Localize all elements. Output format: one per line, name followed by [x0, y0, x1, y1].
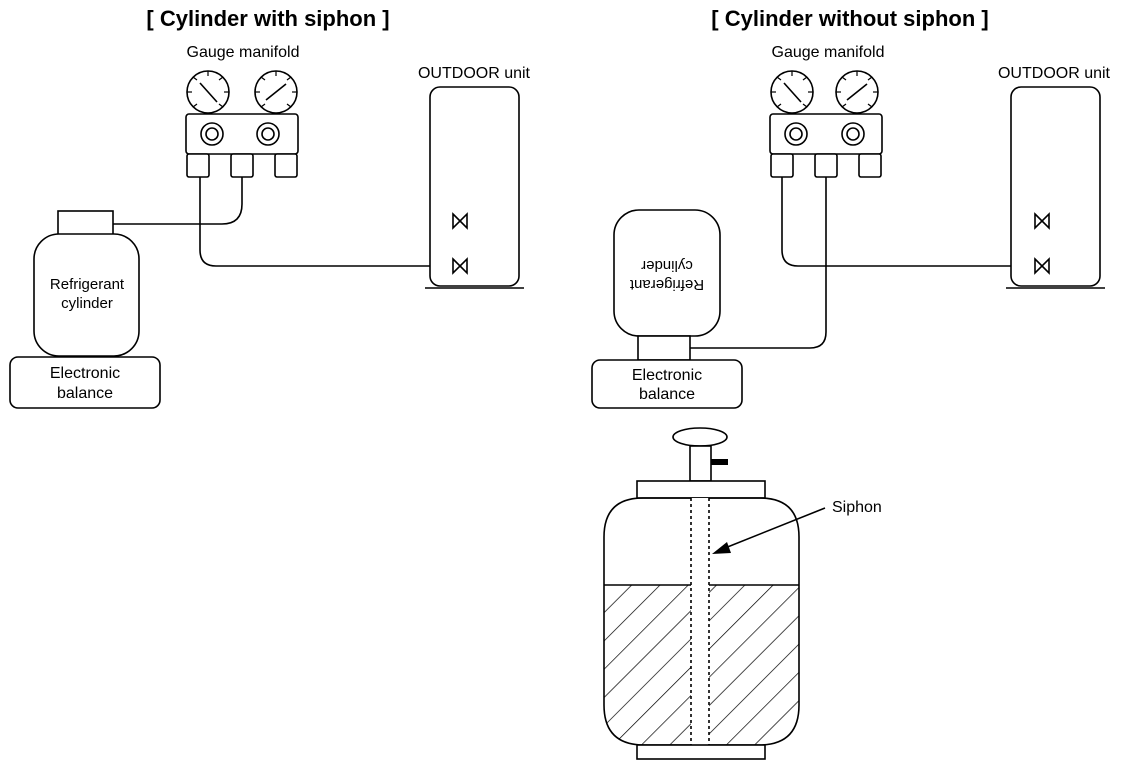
left-gauge-manifold	[185, 70, 299, 178]
right-cylinder-label-line1: Refrigerant	[629, 276, 704, 293]
left-manifold-valve-knob-icon	[200, 122, 224, 146]
left-balance-label-line1: Electronic	[50, 365, 120, 382]
right-refrigerant-cylinder-inverted: Refrigerant cylinder	[613, 209, 721, 361]
right-balance-label-line1: Electronic	[632, 367, 702, 384]
right-low-pressure-gauge-icon	[770, 70, 814, 114]
cylinder-valve-handle-icon	[672, 427, 728, 447]
right-manifold-valve-knob-icon	[841, 122, 865, 146]
right-service-valve-icon	[1034, 257, 1050, 275]
cylinder-neck-ring	[636, 480, 766, 499]
left-manifold-body	[185, 113, 299, 155]
siphon-label: Siphon	[832, 499, 882, 516]
right-manifold-port	[858, 153, 882, 178]
left-manifold-port	[230, 153, 254, 178]
right-hose-to-cylinder	[690, 177, 827, 349]
siphon-arrow-icon	[712, 542, 731, 554]
left-low-pressure-gauge-icon	[186, 70, 230, 114]
right-manifold-valve-knob-icon	[784, 122, 808, 146]
right-panel-title: [ Cylinder without siphon ]	[711, 6, 988, 31]
left-service-valve-icon	[452, 212, 468, 230]
right-outdoor-unit	[1006, 86, 1105, 289]
right-outdoor-unit-label: OUTDOOR unit	[998, 65, 1111, 82]
left-refrigerant-cylinder: Refrigerant cylinder	[33, 210, 140, 357]
left-cylinder-label-line2: cylinder	[61, 295, 113, 312]
right-service-valve-icon	[1034, 212, 1050, 230]
right-manifold-body	[769, 113, 883, 155]
right-gauge-manifold-label: Gauge manifold	[772, 44, 885, 61]
cylinder-body	[603, 497, 800, 746]
left-manifold-valve-knob-icon	[256, 122, 280, 146]
left-hose-to-cylinder	[113, 177, 243, 225]
left-balance-label-line2: balance	[57, 385, 113, 402]
left-outdoor-unit	[425, 86, 524, 289]
left-panel: [ Cylinder with siphon ] Gauge manifold …	[9, 6, 531, 409]
right-manifold-port	[770, 153, 794, 178]
right-cylinder-label-line2: cylinder	[641, 257, 693, 274]
right-manifold-port	[814, 153, 838, 178]
left-manifold-port	[186, 153, 210, 178]
siphon-leader-line	[719, 507, 826, 551]
left-manifold-port	[274, 153, 298, 178]
right-balance-label-line2: balance	[639, 386, 695, 403]
right-high-pressure-gauge-icon	[835, 70, 879, 114]
left-hose-to-outdoor	[199, 177, 448, 267]
right-panel: [ Cylinder without siphon ] Gauge manifo…	[591, 6, 1111, 409]
left-service-valve-icon	[452, 257, 468, 275]
right-gauge-manifold	[769, 70, 883, 178]
left-outdoor-unit-label: OUTDOOR unit	[418, 65, 531, 82]
siphon-cylinder-detail: Siphon	[603, 427, 882, 760]
cylinder-base-ring	[636, 744, 766, 760]
left-cylinder-label-line1: Refrigerant	[50, 276, 125, 293]
left-gauge-manifold-label: Gauge manifold	[187, 44, 300, 61]
cylinder-valve-outlet	[711, 459, 728, 465]
left-electronic-balance: Electronic balance	[9, 356, 161, 409]
left-panel-title: [ Cylinder with siphon ]	[146, 6, 389, 31]
right-hose-to-outdoor	[781, 177, 1033, 267]
left-high-pressure-gauge-icon	[254, 70, 298, 114]
right-electronic-balance: Electronic balance	[591, 359, 743, 409]
cylinder-valve-stem	[689, 445, 712, 482]
